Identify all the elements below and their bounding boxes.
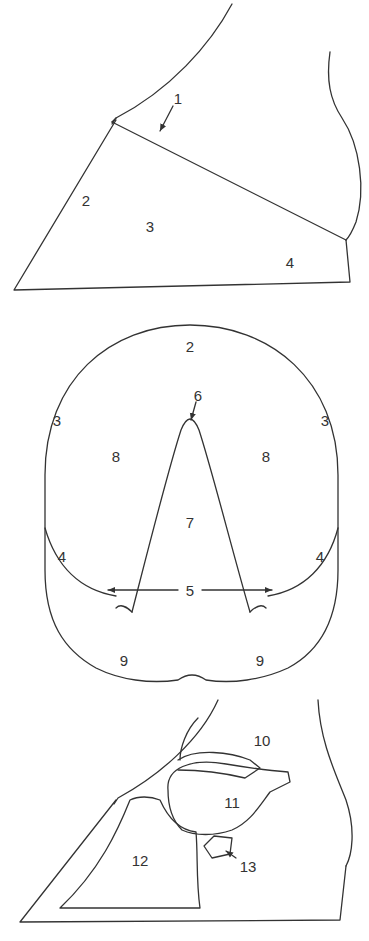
callout-number: 8 xyxy=(262,449,270,464)
callout-number: 3 xyxy=(146,219,154,234)
callout-number: 3 xyxy=(321,413,329,428)
callout-number: 7 xyxy=(186,515,194,530)
callout-number: 2 xyxy=(186,339,194,354)
callout-number: 4 xyxy=(286,255,294,270)
callout-number: 6 xyxy=(194,388,202,403)
callout-number: 11 xyxy=(224,795,240,810)
callout-number: 9 xyxy=(256,653,264,668)
callout-number: 9 xyxy=(120,653,128,668)
callout-number: 10 xyxy=(254,733,271,748)
callout-number: 8 xyxy=(112,449,120,464)
callout-number: 4 xyxy=(316,549,324,564)
callout-number: 12 xyxy=(132,853,149,868)
callout-number: 4 xyxy=(58,549,66,564)
callout-number: 3 xyxy=(53,413,61,428)
callout-number: 5 xyxy=(186,583,194,598)
callout-number: 13 xyxy=(240,859,257,874)
callout-number: 1 xyxy=(174,91,182,106)
callout-number: 2 xyxy=(82,193,90,208)
